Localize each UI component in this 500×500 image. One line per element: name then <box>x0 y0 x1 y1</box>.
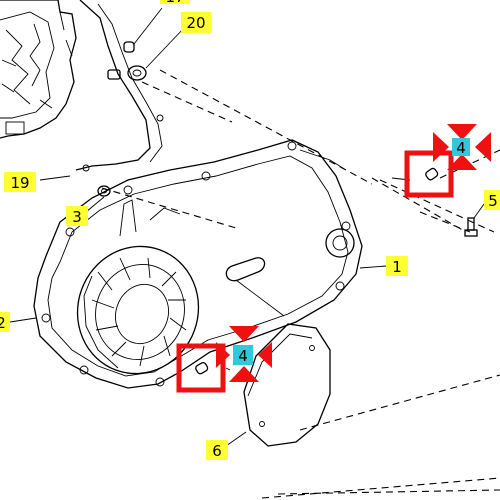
dowel-pin-4-lower <box>176 326 272 393</box>
oil-seal-20 <box>107 27 185 81</box>
svg-text:3: 3 <box>72 208 82 226</box>
svg-text:17: 17 <box>165 0 184 6</box>
red-arrow-up <box>229 326 259 342</box>
part-label-20: 20 <box>181 12 211 33</box>
cover-lid-6 <box>225 323 331 447</box>
red-arrow-right <box>475 132 491 162</box>
dowel-pin-17 <box>123 7 163 53</box>
svg-text:20: 20 <box>186 14 205 32</box>
alignment-lines <box>101 69 500 499</box>
red-arrow-right <box>258 342 272 368</box>
part-label-2: 2 <box>0 312 10 332</box>
gasket-3 <box>85 185 111 213</box>
svg-text:4: 4 <box>238 347 248 365</box>
svg-text:19: 19 <box>10 174 29 192</box>
svg-text:4: 4 <box>456 139 466 157</box>
part-label-19: 19 <box>4 172 36 192</box>
engine-block <box>0 0 77 139</box>
red-arrow-up <box>447 124 477 140</box>
red-arrow-down <box>447 154 477 170</box>
dowel-pin-4-upper <box>404 124 491 198</box>
crankcase-cover <box>33 139 363 389</box>
svg-text:1: 1 <box>392 258 402 276</box>
part-label-3: 3 <box>66 206 88 226</box>
red-arrow-left <box>433 132 449 162</box>
part-label-1: 1 <box>386 256 408 276</box>
leader-lines <box>9 175 411 371</box>
part-label-4-lower: 4 <box>233 345 253 365</box>
cooling-fan-housing <box>76 245 200 375</box>
highlight-box <box>176 343 226 393</box>
svg-text:5: 5 <box>488 192 498 210</box>
part-label-4-upper: 4 <box>452 138 470 157</box>
red-arrow-left <box>216 342 230 368</box>
svg-text:6: 6 <box>212 442 222 460</box>
svg-text:2: 2 <box>0 314 6 332</box>
part-label-17: 17 <box>160 0 190 6</box>
part-label-5: 5 <box>484 190 500 210</box>
part-label-6: 6 <box>206 440 228 460</box>
inner-cover <box>75 0 164 172</box>
red-arrow-down <box>229 366 259 382</box>
bolt-5 <box>464 203 485 237</box>
highlight-box <box>404 150 454 198</box>
